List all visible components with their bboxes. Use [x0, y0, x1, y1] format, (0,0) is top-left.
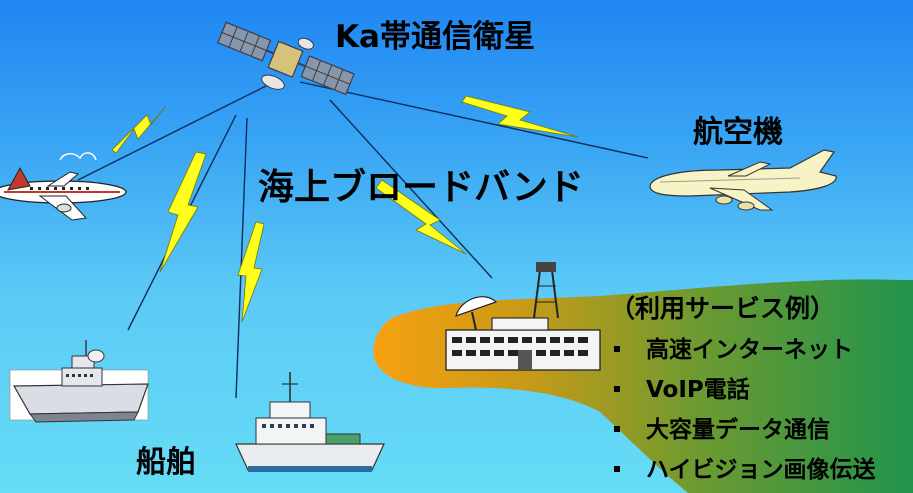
service-item: ハイビジョン画像伝送 [610, 450, 876, 490]
ship-label: 船舶 [136, 445, 196, 480]
aircraft-label: 航空機 [693, 115, 783, 150]
bullet-icon [614, 426, 620, 432]
lightning-to-ship-center [237, 221, 265, 323]
bullet-icon [614, 346, 620, 352]
ground-station-icon [445, 262, 601, 371]
lightning-to-ground-station [375, 179, 467, 255]
service-list: 高速インターネット VoIP電話 大容量データ通信 ハイビジョン画像伝送 [610, 330, 876, 490]
service-item: VoIP電話 [610, 370, 876, 410]
service-examples: （利用サービス例） 高速インターネット VoIP電話 大容量データ通信 ハイビジ… [610, 294, 876, 490]
service-item-label: VoIP電話 [646, 377, 750, 403]
satellite-label: Ka帯通信衛星 [335, 19, 535, 55]
service-item: 高速インターネット [610, 330, 876, 370]
ship-center-icon [235, 372, 385, 472]
lightning-to-aircraft-right [461, 95, 579, 138]
bullet-icon [614, 386, 620, 392]
diagram-title: 海上ブロードバンド [258, 167, 584, 208]
service-item-label: ハイビジョン画像伝送 [646, 457, 876, 483]
bullet-icon [614, 466, 620, 472]
service-item-label: 高速インターネット [646, 337, 853, 363]
satellite-icon [217, 21, 355, 96]
aircraft-left-icon [0, 152, 127, 221]
service-item: 大容量データ通信 [610, 410, 876, 450]
lightning-to-ship-left [159, 151, 207, 273]
lightning-to-aircraft-left [111, 105, 167, 154]
service-item-label: 大容量データ通信 [646, 417, 830, 443]
lightning-bolts [111, 95, 579, 323]
aircraft-right-icon [649, 149, 837, 211]
ship-left-icon [9, 340, 149, 423]
service-examples-header: （利用サービス例） [610, 294, 836, 323]
